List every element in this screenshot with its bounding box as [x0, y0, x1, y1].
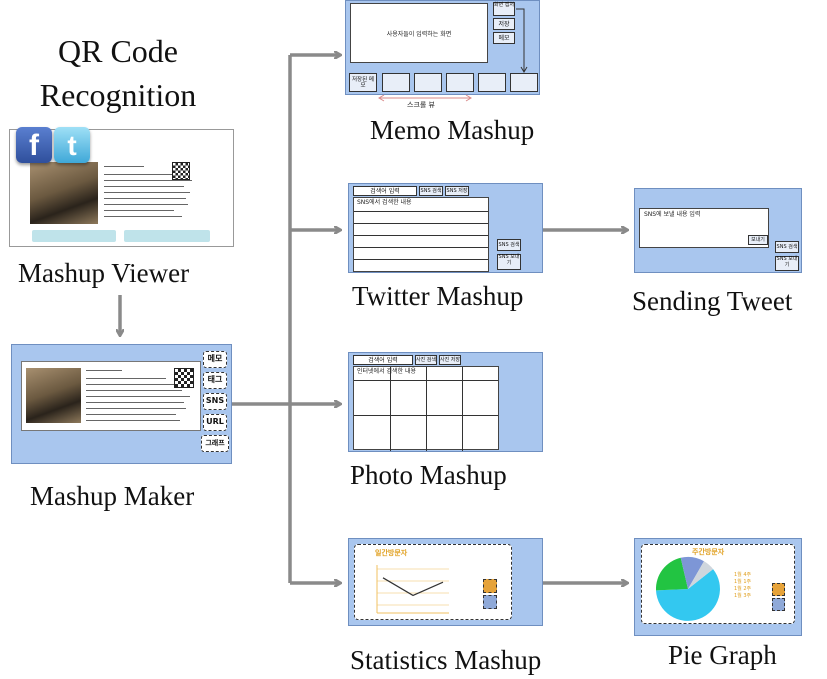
pie-chart-title: 주간방문자	[692, 548, 725, 556]
mashup-viewer-screen	[9, 129, 234, 247]
qr-recognition-title-line1: QR Code	[58, 33, 178, 69]
pie-legend-1: 1월 4주	[734, 572, 752, 578]
twitter-result-title: SNS에서 검색한 내용	[357, 199, 412, 206]
pie-slice-3	[680, 556, 704, 589]
stats-gridlines	[377, 568, 449, 606]
pie-legend-3: 1월 2주	[734, 586, 752, 592]
twitter-search-box[interactable]: 검색어 입력	[353, 186, 417, 196]
memo-mashup-label: Memo Mashup	[370, 115, 535, 145]
facebook-icon[interactable]: f	[16, 127, 52, 163]
tweet-input-text: SNS에 보낼 내용 입력	[644, 211, 701, 218]
memo-capture-button[interactable]: 화면 캡처	[493, 2, 515, 16]
maker-memo-button[interactable]: 메모	[203, 351, 227, 368]
pie-legend-2: 1월 1주	[734, 579, 752, 585]
maker-qr-code	[174, 368, 194, 388]
tweet-send-button[interactable]: 보내기	[748, 235, 768, 245]
maker-tag-button[interactable]: 태그	[203, 372, 227, 389]
stats-legend-icon-1	[483, 579, 497, 593]
viewer-qr-code	[172, 162, 190, 180]
twitter-result-list: SNS에서 검색한 내용	[353, 197, 489, 272]
viewer-button-left[interactable]	[32, 230, 116, 242]
qr-recognition-title-line2: Recognition	[39, 77, 197, 113]
tweet-input-area[interactable]: SNS에 보낼 내용 입력 보내기	[639, 208, 769, 248]
maker-graph-button[interactable]: 그래프	[201, 435, 229, 452]
statistics-mashup-screen: 일간방문자	[348, 538, 543, 626]
pie-slice-4	[688, 561, 714, 589]
maker-url-button[interactable]: URL	[203, 414, 227, 431]
tweet-sns-send-button[interactable]: SNS 보내기	[775, 256, 799, 271]
pie-graph-screen: 주간방문자 1월 4주 1월 1주 1월 2주 1월 3주	[634, 538, 802, 636]
stats-chart-title: 일간방문자	[375, 549, 408, 557]
memo-slot-4[interactable]	[478, 73, 506, 92]
stats-line-chart	[376, 565, 449, 614]
twitter-mashup-label: Twitter Mashup	[352, 281, 524, 311]
photo-tab-search[interactable]: 사진 검색	[415, 355, 437, 365]
stats-legend-icon-2	[483, 595, 497, 609]
pie-chart-card: 주간방문자 1월 4주 1월 1주 1월 2주 1월 3주	[641, 544, 795, 624]
twitter-sns-search-button[interactable]: SNS 검색	[497, 239, 521, 251]
stats-chart-card: 일간방문자	[354, 544, 512, 620]
pie-legend-4: 1월 3주	[734, 593, 752, 599]
memo-mashup-screen: 사용자들이 입력하는 화면 화면 캡처 저장 메모 저장된 메모	[345, 0, 540, 95]
twitter-sns-send-button[interactable]: SNS 보내기	[497, 254, 521, 270]
twitter-tab-save[interactable]: SNS 저장	[445, 186, 469, 196]
mashup-maker-screen: 메모 태그 SNS URL 그래프	[11, 344, 232, 464]
memo-save-button[interactable]: 저장	[493, 18, 515, 30]
photo-result-grid: 인터넷에서 검색한 내용	[353, 366, 499, 451]
twitter-mashup-screen: 검색어 입력 SNS 검색 SNS 저장 SNS에서 검색한 내용 SNS 검색…	[348, 183, 543, 273]
viewer-photo	[30, 162, 98, 224]
sending-tweet-screen: SNS에 보낼 내용 입력 보내기 SNS 검색 SNS 보내기	[634, 188, 802, 273]
maker-text-block	[86, 368, 196, 428]
photo-search-box[interactable]: 검색어 입력	[353, 355, 413, 365]
memo-input-text: 사용자들이 입력하는 화면	[386, 31, 452, 38]
maker-photo	[26, 368, 81, 423]
pie-legend-icon-1	[772, 583, 785, 596]
memo-memo-button[interactable]: 메모	[493, 32, 515, 44]
twitter-icon[interactable]: t	[54, 127, 90, 163]
memo-slot-5[interactable]	[510, 73, 538, 92]
maker-sns-button[interactable]: SNS	[203, 393, 227, 410]
mashup-maker-label: Mashup Maker	[30, 481, 195, 511]
viewer-text-block	[104, 164, 194, 224]
sending-tweet-label: Sending Tweet	[632, 286, 793, 316]
photo-result-title: 인터넷에서 검색한 내용	[357, 368, 417, 375]
memo-slot-3[interactable]	[446, 73, 474, 92]
photo-mashup-screen: 검색어 입력 사진 검색 사진 저장 인터넷에서 검색한 내용	[348, 352, 543, 452]
memo-scroll-label: 스크롤 뷰	[407, 101, 435, 109]
photo-tab-save[interactable]: 사진 저장	[439, 355, 461, 365]
pie-slice-1	[656, 569, 720, 621]
photo-mashup-label: Photo Mashup	[350, 460, 507, 490]
pie-legend-icon-2	[772, 598, 785, 611]
pie-graph-label: Pie Graph	[668, 640, 777, 670]
statistics-mashup-label: Statistics Mashup	[350, 645, 542, 675]
memo-flow-arrow	[516, 8, 528, 73]
twitter-tab-search[interactable]: SNS 검색	[419, 186, 443, 196]
mashup-viewer-label: Mashup Viewer	[18, 258, 190, 288]
viewer-button-right[interactable]	[124, 230, 210, 242]
pie-slice-2	[655, 557, 688, 591]
pie-chart	[655, 556, 720, 621]
memo-saved-button[interactable]: 저장된 메모	[349, 73, 377, 92]
memo-slot-1[interactable]	[382, 73, 410, 92]
maker-content-card	[21, 361, 201, 431]
memo-slot-2[interactable]	[414, 73, 442, 92]
tweet-sns-search-button[interactable]: SNS 검색	[775, 241, 799, 253]
stats-data-line	[382, 577, 444, 597]
memo-input-area[interactable]: 사용자들이 입력하는 화면	[350, 3, 488, 63]
